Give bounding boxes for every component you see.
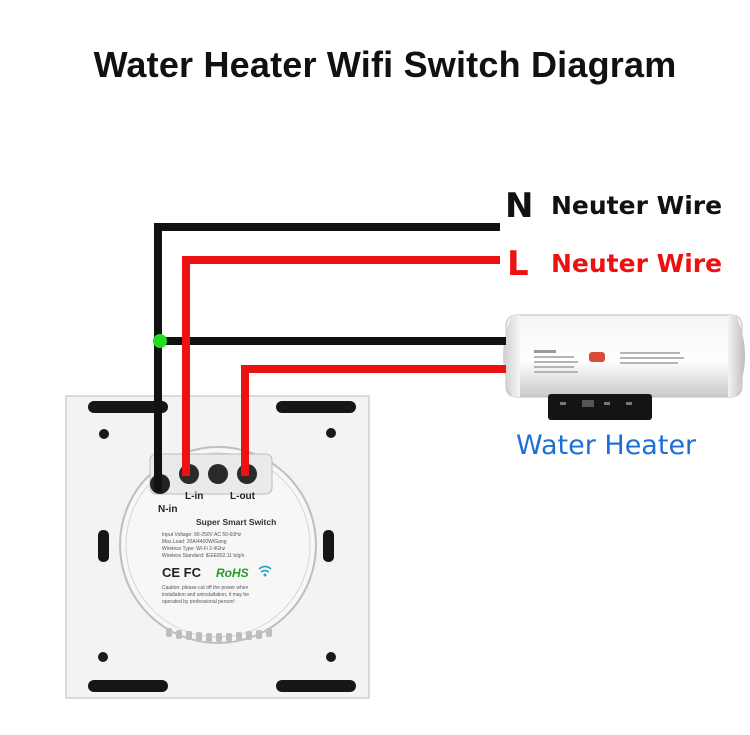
water-heater-label: Water Heater — [516, 430, 697, 461]
switch-model-name: Super Smart Switch — [196, 517, 276, 527]
wire-junction-dot — [153, 334, 167, 348]
plate-slot — [276, 680, 356, 692]
live-wire-out — [241, 365, 506, 476]
screw-hole — [98, 652, 108, 662]
neutral-wire-letter: N — [505, 186, 534, 226]
terminal-label-n-in: N-in — [158, 504, 177, 515]
neutral-wire-label: Neuter Wire — [551, 191, 723, 220]
switch-panel: N-in L-in L-out Super Smart Switch Input… — [65, 395, 370, 699]
caution-line: installation and uninstallation, it may … — [162, 592, 249, 598]
live-wire-label: Neuter Wire — [551, 249, 723, 278]
heater-nameplate — [534, 350, 684, 373]
wifi-icon — [258, 565, 272, 577]
water-heater — [503, 314, 745, 420]
screw-hole — [99, 429, 109, 439]
switch-module — [119, 446, 317, 644]
switch-spec-line: Max.Load: 20A/4400W/Gang — [162, 539, 227, 545]
screw-hole — [326, 652, 336, 662]
module-ridges — [166, 628, 272, 642]
heater-end-cap — [503, 315, 520, 397]
neutral-wire — [154, 223, 500, 492]
wires — [153, 223, 506, 492]
caution-line: operated by professional person! — [162, 599, 235, 605]
heater-brand-badge — [589, 352, 605, 362]
plate-slot — [98, 530, 109, 562]
heater-control-panel — [548, 394, 652, 420]
plate-slot — [276, 401, 356, 413]
switch-spec-line: Wireless Type: Wi-Fi 2.4Ghz — [162, 546, 226, 552]
screw-hole — [326, 428, 336, 438]
caution-line: Caution: please cut off the power when — [162, 585, 249, 591]
plate-slot — [323, 530, 334, 562]
switch-spec-line: Wireless Standard: IEEE802.11 b/g/n — [162, 553, 245, 559]
terminal-label-l-in: L-in — [185, 491, 203, 502]
switch-spec-line: Input Voltage: 90-250V AC 50-60Hz — [162, 532, 242, 538]
plate-slot — [88, 680, 168, 692]
live-wire-in — [182, 256, 500, 476]
heater-end-cap — [728, 315, 745, 397]
ce-fc-marks: CE FC — [162, 565, 202, 580]
terminal-label-l-out: L-out — [230, 491, 256, 502]
live-wire-letter: L — [507, 244, 529, 284]
plate-slot — [88, 401, 168, 413]
diagram-title: Water Heater Wifi Switch Diagram — [93, 44, 677, 85]
terminal-screw — [208, 464, 228, 484]
rohs-mark: RoHS — [216, 566, 249, 580]
